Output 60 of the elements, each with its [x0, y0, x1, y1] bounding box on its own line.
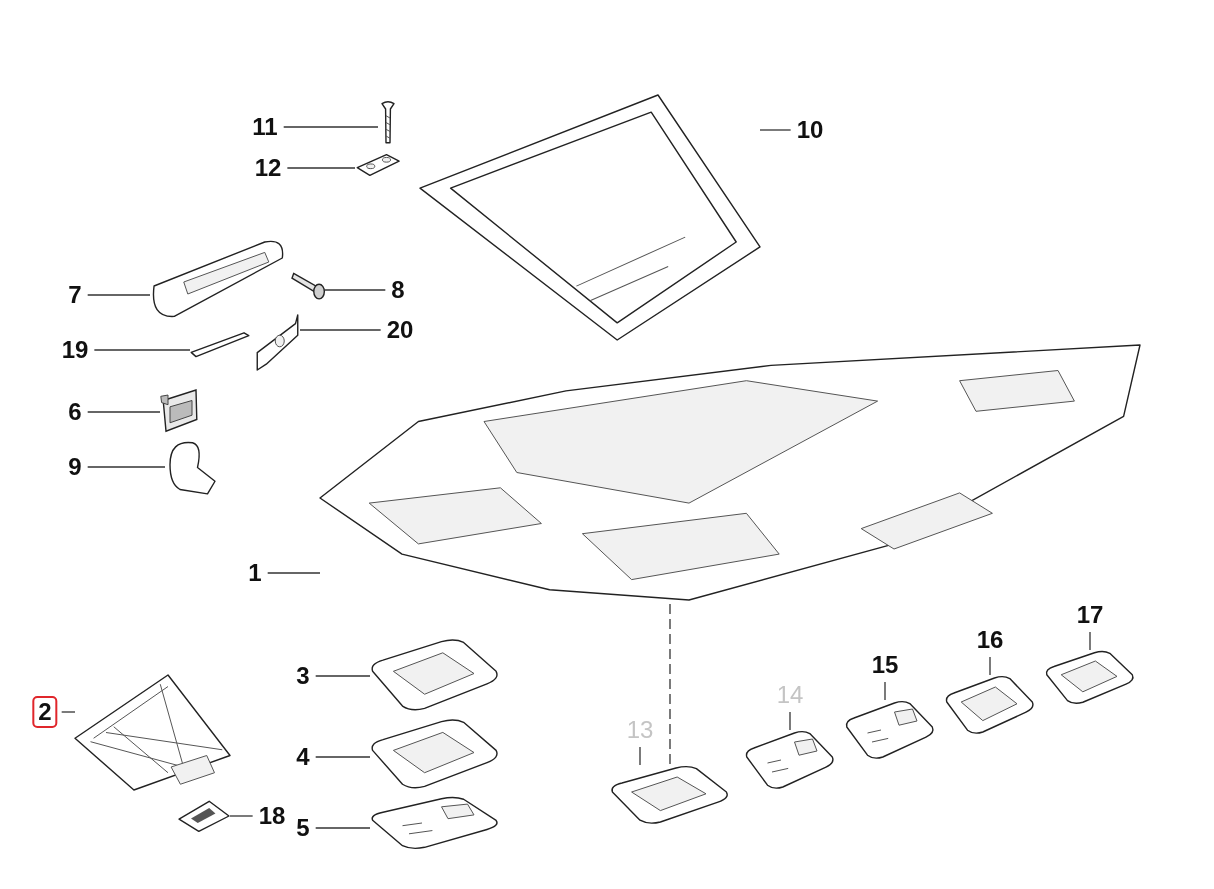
callout-number: 15 — [869, 652, 901, 678]
leader-line — [61, 711, 76, 713]
cover-cap-drawing — [160, 390, 200, 432]
callout-number: 14 — [774, 682, 806, 708]
callout-number: 20 — [384, 317, 416, 343]
leader-line — [315, 756, 371, 758]
callout-number: 10 — [794, 117, 826, 143]
clip-strip-drawing — [190, 330, 250, 358]
trim-frame-drawing — [370, 638, 500, 712]
grab-handle-drawing — [150, 238, 285, 318]
callout-number: 18 — [256, 803, 288, 829]
bracket-drawing — [355, 152, 400, 178]
lamp-drawing — [178, 800, 230, 832]
callout-number: 8 — [389, 277, 407, 303]
callout-number: 16 — [974, 627, 1006, 653]
callout-number: 11 — [250, 114, 280, 140]
callout-number: 4 — [294, 744, 312, 770]
sunroof-frame-drawing — [420, 95, 760, 340]
leader-line — [229, 815, 254, 817]
callout-number: 17 — [1074, 602, 1106, 628]
callout-number: 1 — [246, 560, 264, 586]
dashed-guide-line — [669, 603, 671, 766]
leader-line — [267, 572, 321, 574]
callout-number: 19 — [59, 337, 91, 363]
leader-line — [93, 349, 191, 351]
screw-drawing — [378, 100, 398, 145]
leader-line — [283, 126, 379, 128]
callout-number: 2 — [32, 696, 58, 728]
headliner-drawing — [320, 345, 1140, 600]
leader-line — [639, 746, 641, 766]
leader-line — [324, 289, 386, 291]
leader-line — [759, 129, 792, 131]
light-housing-drawing — [745, 730, 835, 790]
cover-panel-drawing — [75, 675, 230, 790]
trim-frame-drawing — [370, 718, 500, 790]
leader-line — [286, 167, 356, 169]
leader-line — [87, 466, 166, 468]
trim-frame-drawing — [945, 675, 1035, 735]
light-housing-drawing — [845, 700, 935, 760]
leader-line — [315, 827, 371, 829]
leader-line — [989, 656, 991, 676]
leader-line — [884, 681, 886, 701]
callout-number: 5 — [294, 815, 312, 841]
callout-number: 9 — [66, 454, 84, 480]
holder-drawing — [255, 312, 300, 370]
light-housing-drawing — [370, 796, 500, 850]
leader-line — [299, 329, 382, 331]
callout-number: 6 — [66, 399, 84, 425]
callout-number: 13 — [624, 717, 656, 743]
leader-line — [315, 675, 371, 677]
pin-drawing — [292, 272, 325, 300]
leader-line — [789, 711, 791, 731]
leader-line — [87, 294, 151, 296]
trim-frame-drawing — [1045, 650, 1135, 705]
trim-frame-drawing — [610, 765, 730, 825]
callout-number: 7 — [66, 282, 84, 308]
leader-line — [1089, 631, 1091, 651]
callout-number: 3 — [294, 663, 312, 689]
leader-line — [87, 411, 161, 413]
callout-number: 12 — [252, 155, 284, 181]
